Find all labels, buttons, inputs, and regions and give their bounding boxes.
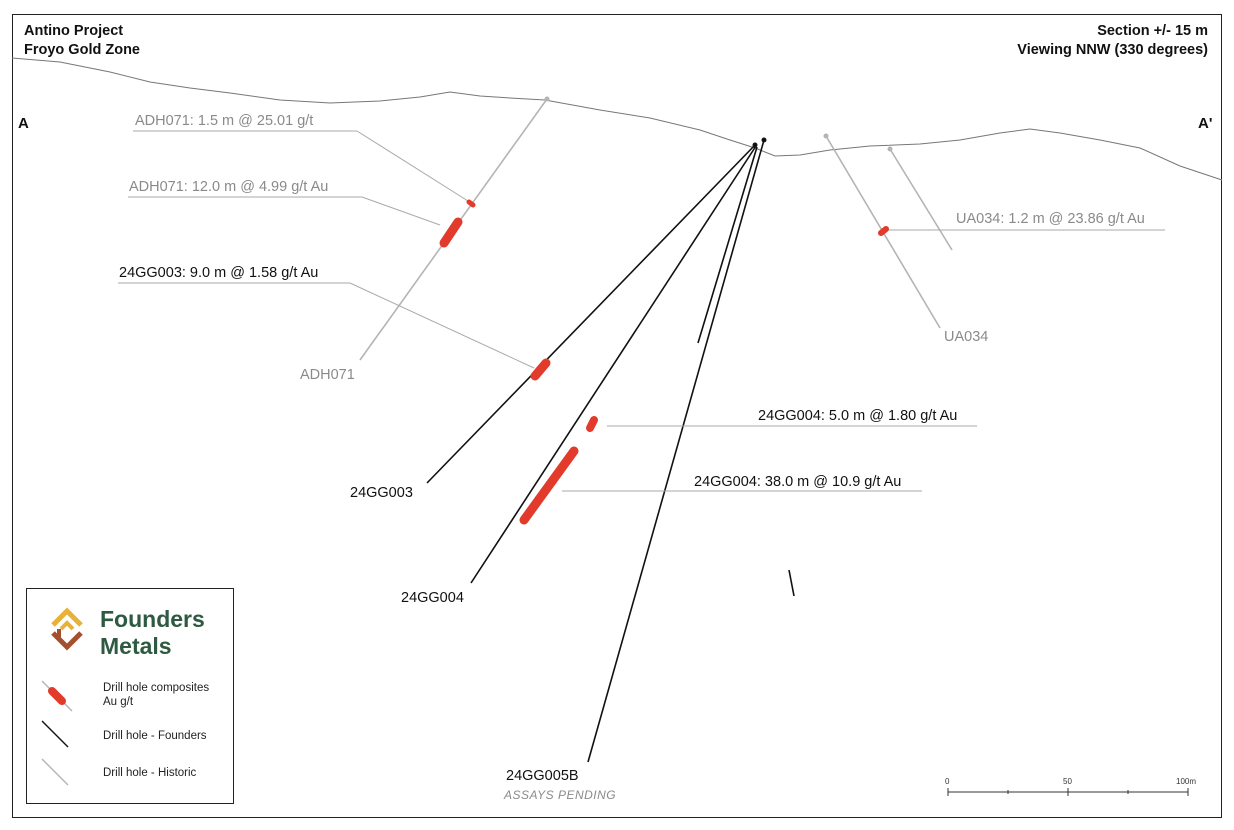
drill-hole-24gg003 bbox=[426, 144, 756, 484]
drill-hole-fragment bbox=[788, 569, 795, 597]
label-24gg004: 24GG004 bbox=[401, 590, 464, 606]
drill-hole-ua034-b bbox=[889, 148, 953, 251]
header-left: Antino Project Froyo Gold Zone bbox=[24, 22, 140, 60]
composite-adh071-b bbox=[439, 217, 463, 248]
label-24gg005b: 24GG005B bbox=[506, 768, 579, 784]
composite-adh071-a bbox=[466, 199, 476, 208]
legend-founders-label: Drill hole - Founders bbox=[103, 730, 207, 742]
collar-adh071 bbox=[544, 96, 550, 102]
composites bbox=[439, 199, 889, 525]
project-title: Antino Project bbox=[24, 23, 124, 39]
leader-adh071-a-diag bbox=[356, 130, 469, 202]
legend: Founders Metals Drill hole composites Au… bbox=[26, 588, 234, 804]
intercept-adh071-a: ADH071: 1.5 m @ 25.01 g/t bbox=[135, 113, 314, 129]
topography-line bbox=[11, 57, 1223, 181]
intercept-24gg004-a: 24GG004: 5.0 m @ 1.80 g/t Au bbox=[758, 408, 958, 424]
collar-founders-b bbox=[761, 137, 767, 143]
scale-bar bbox=[947, 788, 1189, 796]
brand-founders: Founders bbox=[100, 606, 205, 632]
drill-hole-24gg004 bbox=[470, 145, 757, 584]
scale-label-0: 0 bbox=[945, 777, 950, 786]
intercept-24gg004-b: 24GG004: 38.0 m @ 10.9 g/t Au bbox=[694, 474, 902, 490]
brand-metals: Metals bbox=[100, 633, 172, 659]
composite-24gg004-a bbox=[586, 416, 598, 432]
section-end-a-prime: A' bbox=[1198, 115, 1213, 132]
leader-24gg003-diag bbox=[349, 282, 535, 369]
historic-hole-symbol-icon bbox=[41, 758, 69, 786]
zone-title: Froyo Gold Zone bbox=[24, 42, 140, 58]
legend-composites-line1: Drill hole composites bbox=[103, 682, 210, 694]
composite-24gg003 bbox=[530, 358, 551, 381]
legend-historic-label: Drill hole - Historic bbox=[103, 767, 197, 779]
composite-ua034 bbox=[878, 226, 889, 236]
collar-ua034 bbox=[823, 133, 829, 139]
intercept-24gg003: 24GG003: 9.0 m @ 1.58 g/t Au bbox=[119, 265, 319, 281]
scale-label-100: 100m bbox=[1176, 777, 1197, 786]
viewing-direction: Viewing NNW (330 degrees) bbox=[1017, 42, 1208, 58]
composite-24gg004-b bbox=[519, 446, 579, 525]
founders-logo-icon bbox=[51, 607, 83, 651]
composite-symbol-icon bbox=[41, 680, 73, 712]
scale-label-50: 50 bbox=[1063, 777, 1072, 786]
map-frame bbox=[12, 14, 1222, 818]
collar-ua034-b bbox=[887, 146, 893, 152]
legend-composites-line2: Au g/t bbox=[103, 696, 134, 708]
section-width: Section +/- 15 m bbox=[1097, 23, 1208, 39]
drill-hole-24gg005b bbox=[587, 139, 765, 763]
leader-adh071-b-diag bbox=[361, 196, 441, 226]
collar-founders-a bbox=[752, 142, 758, 148]
drill-hole-short bbox=[697, 146, 758, 344]
header-right: Section +/- 15 m Viewing NNW (330 degree… bbox=[1017, 22, 1208, 60]
legend-composites-label: Drill hole composites Au g/t bbox=[103, 681, 209, 709]
assays-pending-note: ASSAYS PENDING bbox=[504, 788, 617, 802]
label-24gg003: 24GG003 bbox=[350, 485, 413, 501]
label-ua034: UA034 bbox=[944, 329, 989, 345]
founders-hole-symbol-icon bbox=[41, 720, 69, 748]
section-end-a: A bbox=[18, 115, 29, 132]
label-adh071: ADH071 bbox=[300, 367, 355, 383]
intercept-ua034: UA034: 1.2 m @ 23.86 g/t Au bbox=[956, 211, 1145, 227]
intercept-adh071-b: ADH071: 12.0 m @ 4.99 g/t Au bbox=[129, 179, 329, 195]
